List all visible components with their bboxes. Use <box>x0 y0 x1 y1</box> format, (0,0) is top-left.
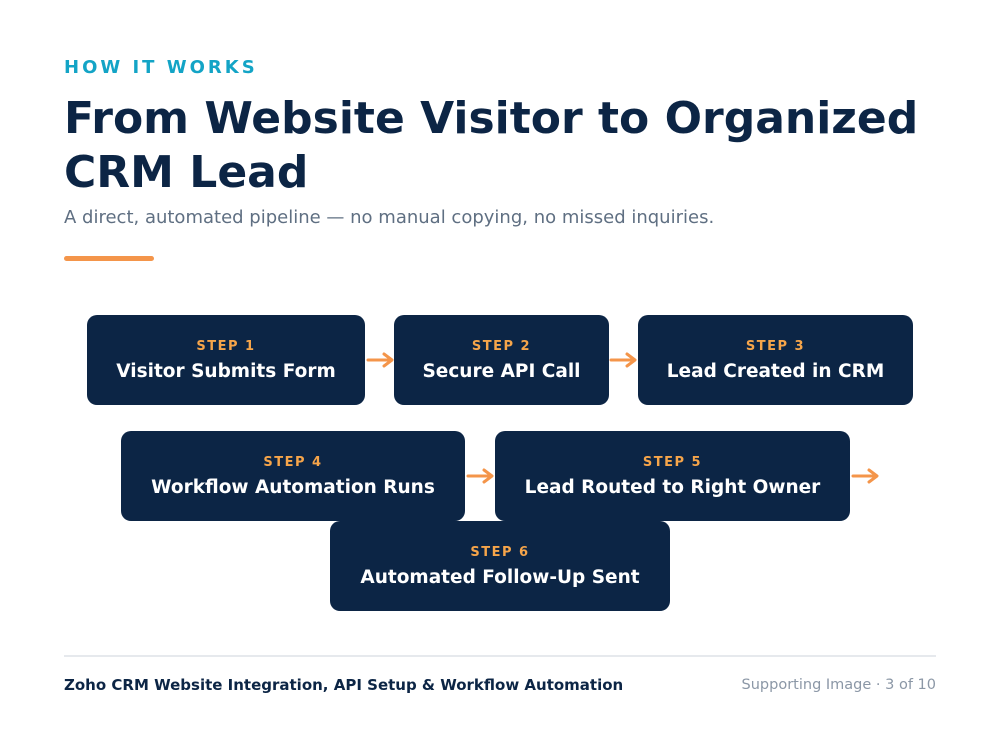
arrow-right-icon <box>609 352 637 368</box>
footer-divider <box>64 655 936 657</box>
page-title: From Website Visitor to Organized CRM Le… <box>64 93 919 198</box>
step-number: STEP 2 <box>471 338 532 354</box>
step-number: STEP 4 <box>263 454 323 470</box>
arrow-right-icon <box>466 468 494 484</box>
step-number: STEP 3 <box>745 338 806 354</box>
page-subtitle: A direct, automated pipeline — no manual… <box>64 207 715 228</box>
step-1-box: STEP 1 Visitor Submits Form <box>87 315 365 405</box>
step-label: Visitor Submits Form <box>116 360 336 382</box>
step-4-box: STEP 4 Workflow Automation Runs <box>121 431 465 521</box>
page-indicator: Supporting Image · 3 of 10 <box>741 677 936 693</box>
footer-title: Zoho CRM Website Integration, API Setup … <box>64 676 624 694</box>
accent-divider <box>64 256 154 261</box>
step-number: STEP 6 <box>470 544 530 560</box>
step-label: Secure API Call <box>422 360 581 382</box>
step-6-box: STEP 6 Automated Follow-Up Sent <box>330 521 670 611</box>
step-number: STEP 5 <box>642 454 703 470</box>
eyebrow-label: HOW IT WORKS <box>64 57 258 78</box>
step-label: Automated Follow-Up Sent <box>360 566 640 588</box>
step-5-box: STEP 5 Lead Routed to Right Owner <box>495 431 850 521</box>
arrow-right-icon <box>851 468 879 484</box>
step-label: Lead Created in CRM <box>666 360 885 382</box>
step-2-box: STEP 2 Secure API Call <box>394 315 609 405</box>
step-3-box: STEP 3 Lead Created in CRM <box>638 315 913 405</box>
step-number: STEP 1 <box>196 338 256 354</box>
arrow-right-icon <box>366 352 394 368</box>
step-label: Lead Routed to Right Owner <box>524 476 821 498</box>
step-label: Workflow Automation Runs <box>151 476 435 498</box>
